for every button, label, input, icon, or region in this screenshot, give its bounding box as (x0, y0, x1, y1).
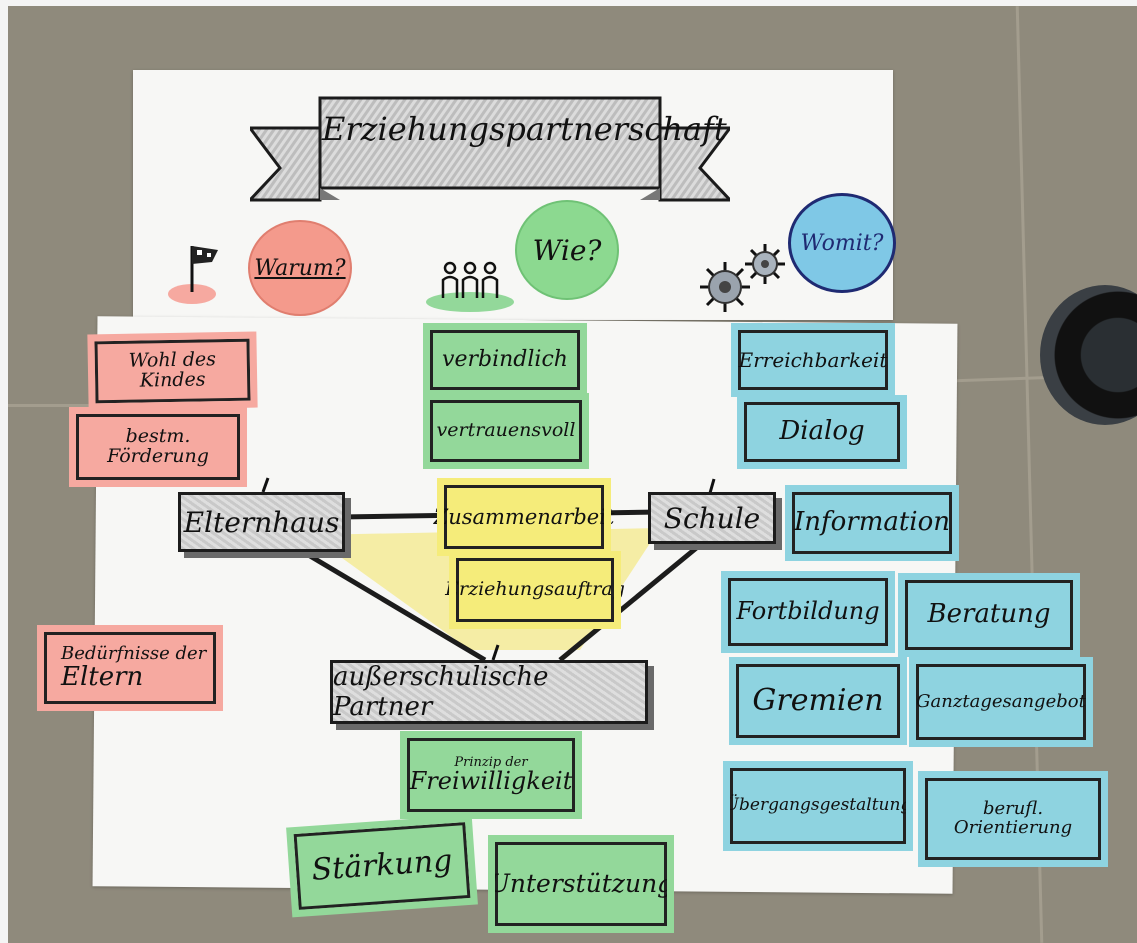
card-orientierung-label: berufl. Orientierung (953, 798, 1073, 838)
card-staerkung-label: Stärkung (310, 843, 454, 889)
card-verbindlich: verbindlich (423, 323, 587, 397)
card-beratung-label: Beratung (927, 599, 1051, 630)
card-orientierung: berufl. Orientierung (918, 771, 1108, 867)
warum-circle: Warum? (248, 220, 352, 316)
card-information: Information (785, 485, 959, 561)
node-elternhaus-label: Elternhaus (183, 505, 340, 539)
card-staerkung: Stärkung (286, 814, 478, 918)
card-foerderung-label: bestm. Förderung (107, 425, 209, 467)
card-freiwilligkeit: Prinzip der Freiwilligkeit (400, 731, 582, 819)
card-ganztag-label: Ganztagesangebot (916, 690, 1086, 712)
node-partner: außerschulische Partner (330, 660, 648, 724)
card-gremien-label: Gremien (752, 683, 884, 719)
womit-circle: Womit? (788, 193, 896, 293)
card-prinzip-label: Prinzip der (454, 754, 528, 770)
card-erziehungsauftrag: Erziehungsauftrag (445, 551, 625, 629)
card-dialog: Dialog (737, 395, 907, 469)
card-ganztag: Ganztagesangebot (909, 657, 1093, 747)
card-gremien: Gremien (729, 657, 907, 745)
floor-seam (8, 404, 128, 407)
card-zusammenarbeit-label: Zusammenarbeit (433, 504, 615, 529)
people-icon (426, 261, 514, 312)
card-vertrauensvoll: vertrauensvoll (423, 393, 589, 469)
womit-label: Womit? (800, 230, 884, 256)
speaker-device (1040, 285, 1137, 425)
card-uebergang-label: Übergangsgestaltung (724, 795, 912, 816)
card-erreichbarkeit-label: Erreichbarkeit (738, 347, 888, 372)
card-information-label: Information (793, 507, 951, 538)
card-erreichbarkeit: Erreichbarkeit (731, 323, 895, 397)
gears-icon (700, 244, 785, 312)
card-wohl-des-kindes: Wohl des Kindes (87, 331, 258, 411)
card-unterstuetzung-label: Unterstützung (488, 868, 674, 898)
card-verbindlich-label: verbindlich (442, 347, 568, 373)
card-wohl-label: Wohl des Kindes (128, 348, 217, 392)
card-beratung: Beratung (898, 573, 1080, 657)
node-partner-label: außerschulische Partner (333, 662, 549, 722)
card-unterstuetzung: Unterstützung (488, 835, 674, 933)
card-uebergang: Übergangsgestaltung (723, 761, 913, 851)
card-beduerfnisse-line1: Bedürfnisse der (61, 642, 207, 664)
wie-label: Wie? (532, 233, 602, 267)
node-elternhaus: Elternhaus (178, 492, 345, 552)
node-schule-label: Schule (663, 501, 761, 535)
node-schule: Schule (648, 492, 776, 544)
card-beduerfnisse: Bedürfnisse der Eltern (37, 625, 223, 711)
card-erziehungsauftrag-label: Erziehungsauftrag (445, 578, 625, 601)
warum-label: Warum? (254, 255, 346, 281)
card-beduerfnisse-line2: Eltern (61, 661, 144, 692)
card-fortbildung: Fortbildung (721, 571, 895, 653)
card-zusammenarbeit: Zusammenarbeit (434, 478, 614, 556)
flag-icon (168, 246, 218, 304)
wie-circle: Wie? (515, 200, 619, 300)
card-fortbildung-label: Fortbildung (736, 597, 880, 626)
banner-ribbon (250, 96, 730, 202)
banner-title: Erziehungspartnerschaft (322, 110, 727, 148)
card-dialog-label: Dialog (779, 416, 865, 447)
card-foerderung: bestm. Förderung (69, 407, 247, 487)
card-freiwilligkeit-label: Freiwilligkeit (409, 767, 573, 796)
card-vertrauensvoll-label: vertrauensvoll (436, 419, 576, 442)
